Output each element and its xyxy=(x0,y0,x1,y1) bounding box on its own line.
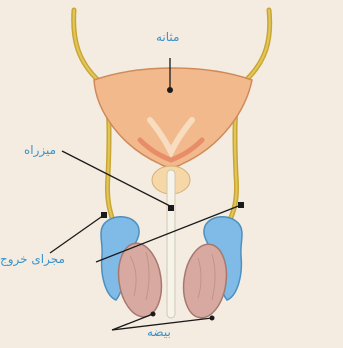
bladder-label: مثانه xyxy=(156,30,179,44)
vas-deferens-label: مجرای خروج xyxy=(0,252,65,266)
urethra-marker xyxy=(168,205,174,211)
urethra-shape xyxy=(167,170,175,318)
testis-marker-right xyxy=(210,316,215,321)
vas-marker-right xyxy=(238,202,244,208)
testis-marker-left xyxy=(151,312,156,317)
vas-marker-left xyxy=(101,212,107,218)
testis-label: بیضه xyxy=(147,325,171,339)
urethra-label: میزراه xyxy=(24,143,56,157)
